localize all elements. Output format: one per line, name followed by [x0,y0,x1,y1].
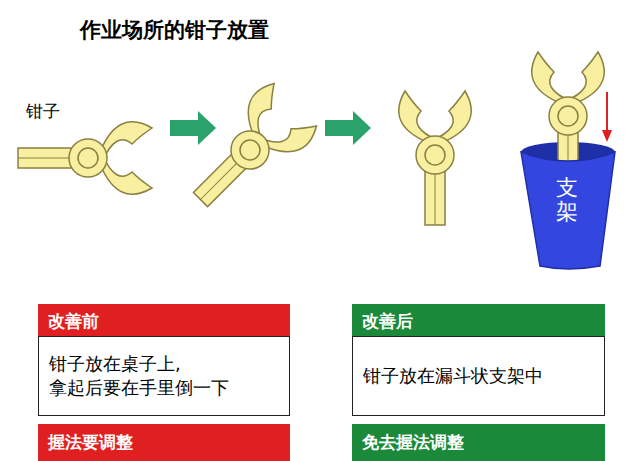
node-text: 改善前 [48,310,99,333]
before-box: 钳子放在桌子上, 拿起后要在手里倒一下 [38,336,290,416]
node-text: 改善后 [362,310,413,333]
after-result-band: 免去握法调整 [352,424,605,461]
after-band: 改善后 [352,304,605,339]
stand-label: 支架 [556,176,582,236]
node-text: 握法要调整 [48,431,133,454]
node-text: 支架 [556,176,578,224]
node-text: 钳子放在漏斗状支架中 [363,364,543,388]
part-label: 钳子 [26,100,60,123]
before-band: 改善前 [38,304,290,339]
after-box: 钳子放在漏斗状支架中 [352,336,605,416]
title: 作业场所的钳子放置 [80,16,269,44]
before-result-band: 握法要调整 [38,424,290,461]
node-text: 钳子放在桌子上, 拿起后要在手里倒一下 [49,352,229,400]
node-text: 免去握法调整 [362,431,464,454]
